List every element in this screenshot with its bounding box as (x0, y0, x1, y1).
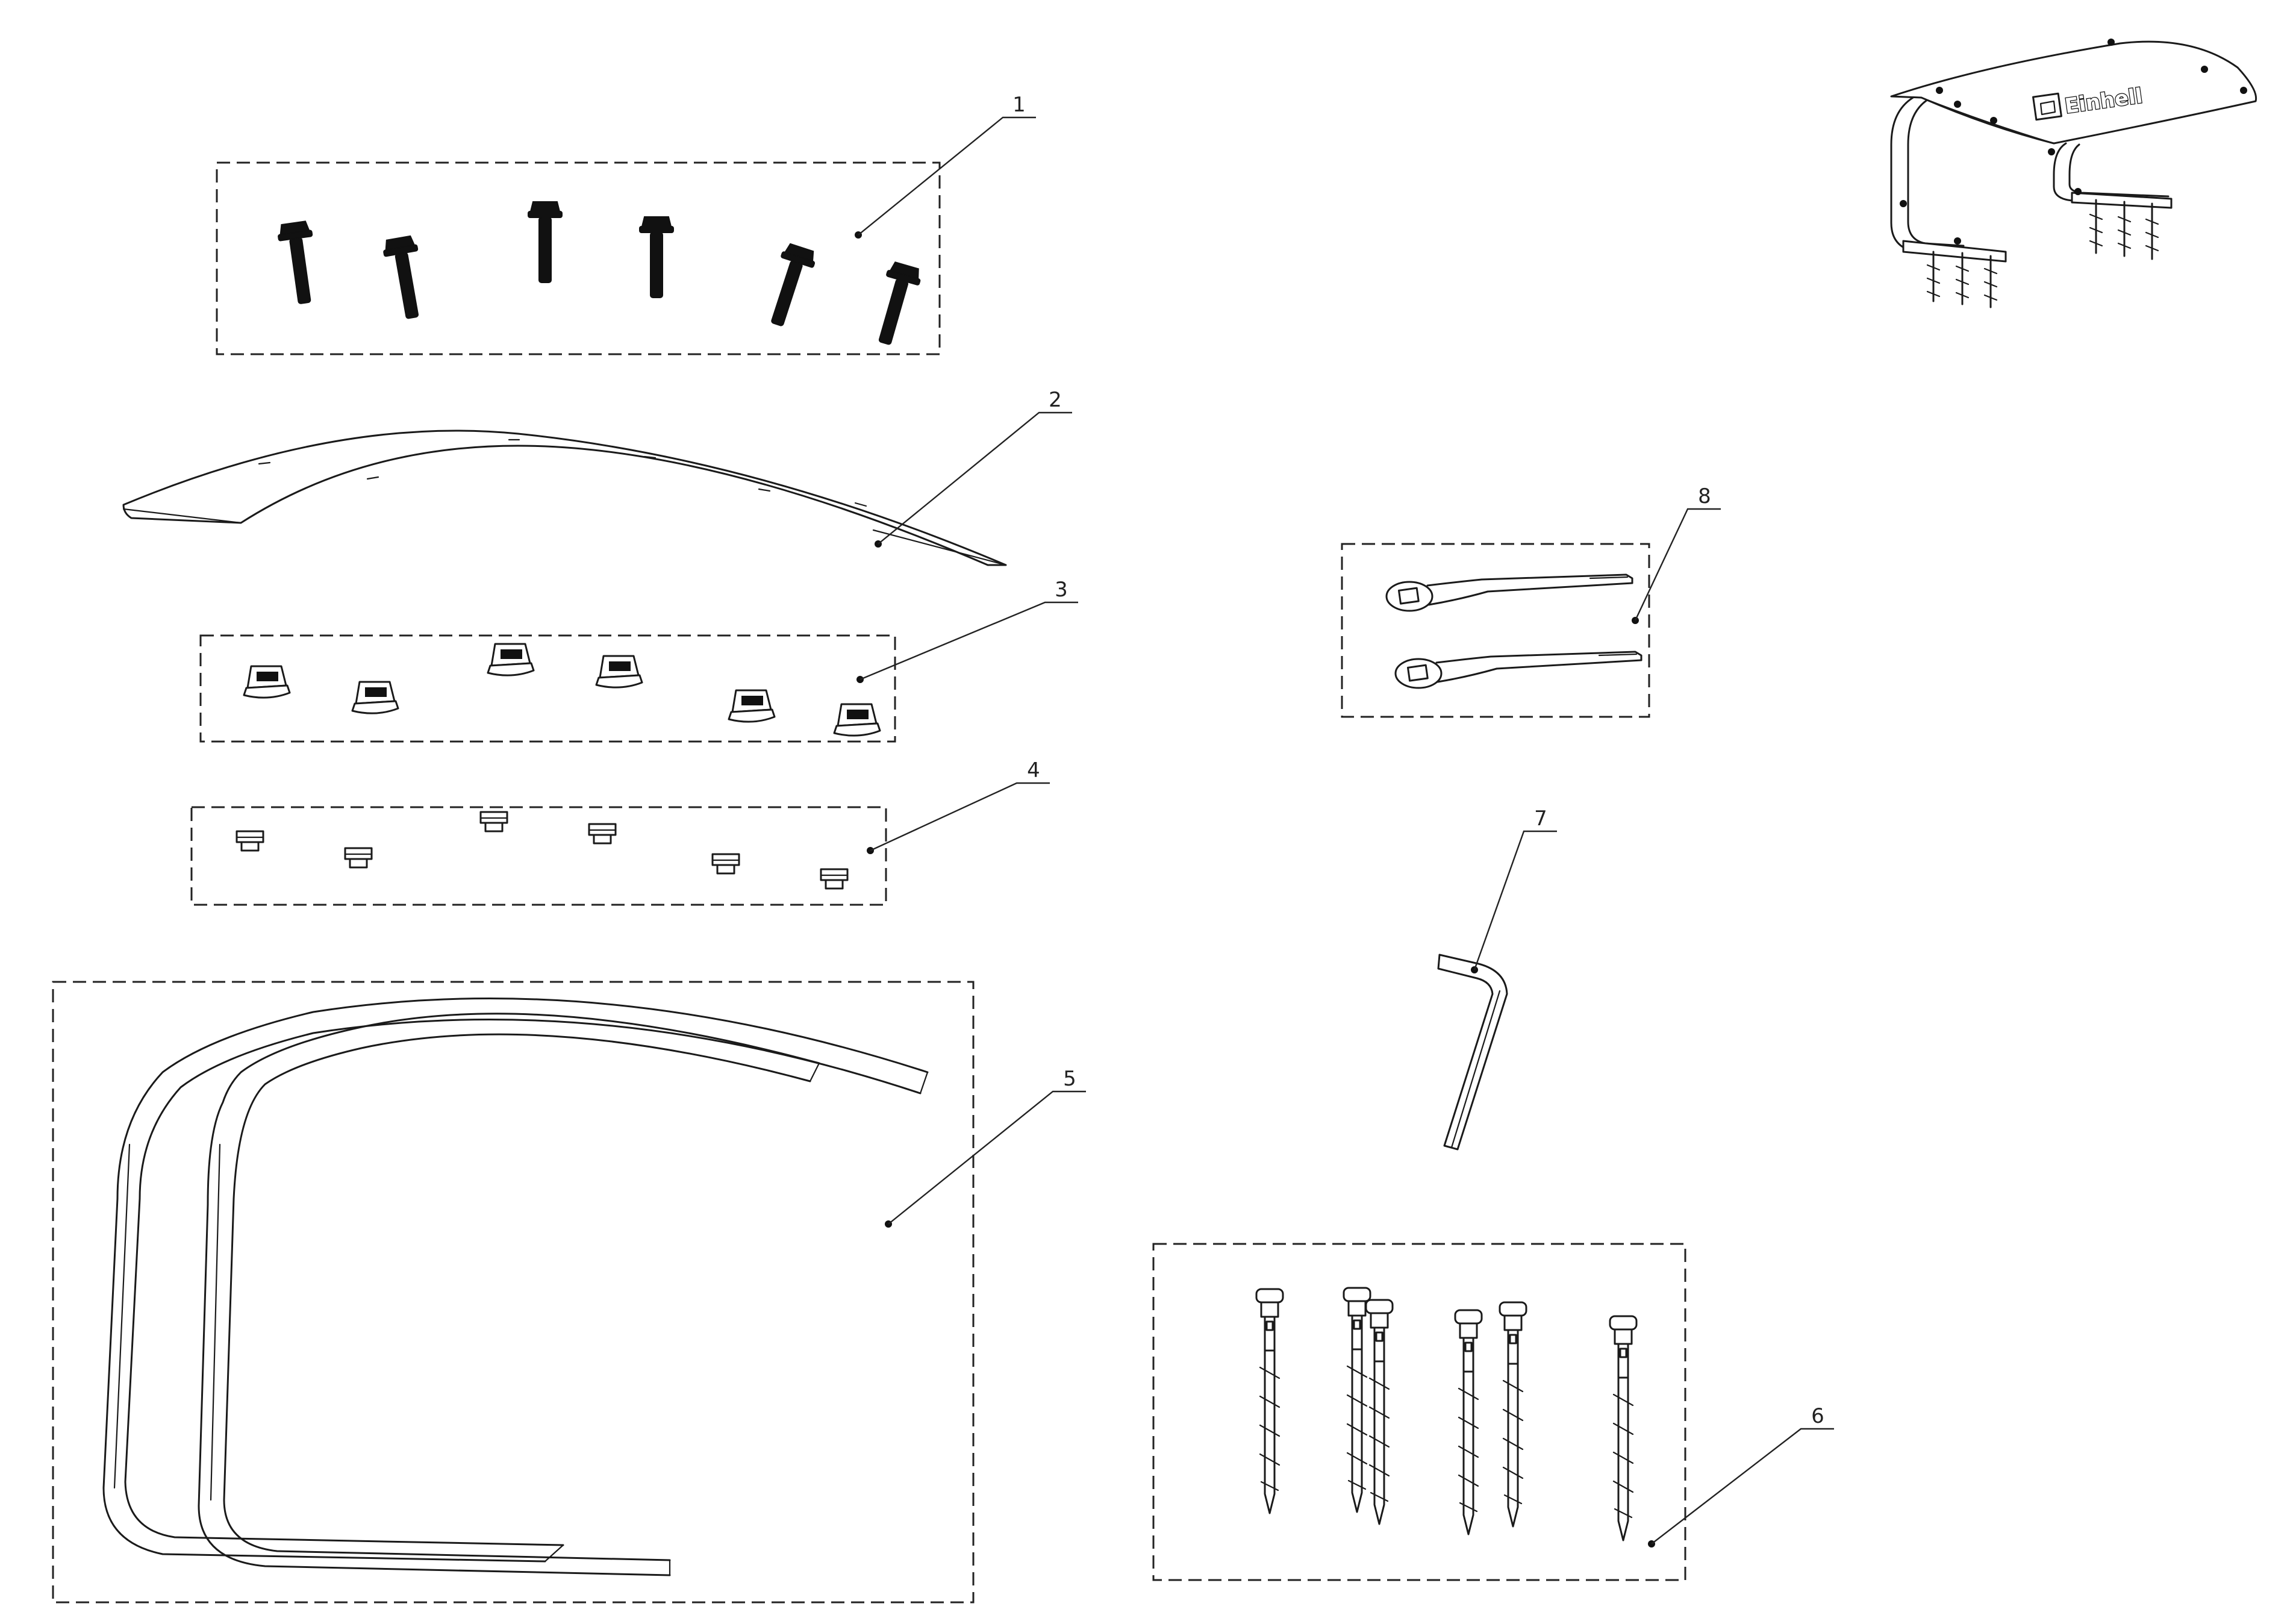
part-2-roof-panel (122, 429, 1007, 566)
callout-4: 4 (867, 758, 1050, 854)
part-number-label: 1 (1012, 93, 1026, 117)
callout-7: 7 (1471, 807, 1557, 973)
part-4-nuts (190, 806, 887, 906)
assembled-pegs (1926, 199, 2159, 308)
part-number-label: 2 (1049, 388, 1062, 412)
callout-2: 2 (875, 388, 1072, 548)
part-1-bolts (216, 161, 941, 355)
part-8-spanners (1341, 543, 1650, 718)
part-5-frame-rails (52, 981, 975, 1604)
part-number-label: 6 (1811, 1404, 1824, 1428)
callout-8: 8 (1632, 484, 1721, 624)
callout-3: 3 (856, 578, 1078, 683)
part-6-ground-pegs (1152, 1243, 1686, 1581)
callout-1: 1 (855, 93, 1036, 239)
part-number-label: 5 (1063, 1067, 1076, 1091)
part-3-brackets (199, 634, 896, 743)
callout-6: 6 (1648, 1404, 1834, 1547)
part-number-label: 4 (1027, 758, 1040, 782)
assembled-garage-view: Einhell (1890, 39, 2257, 308)
part-7-hex-key (1437, 954, 1508, 1151)
part-number-label: 3 (1055, 578, 1068, 602)
part-number-label: 8 (1698, 484, 1711, 508)
part-number-label: 7 (1534, 807, 1547, 831)
callout-5: 5 (885, 1067, 1086, 1228)
